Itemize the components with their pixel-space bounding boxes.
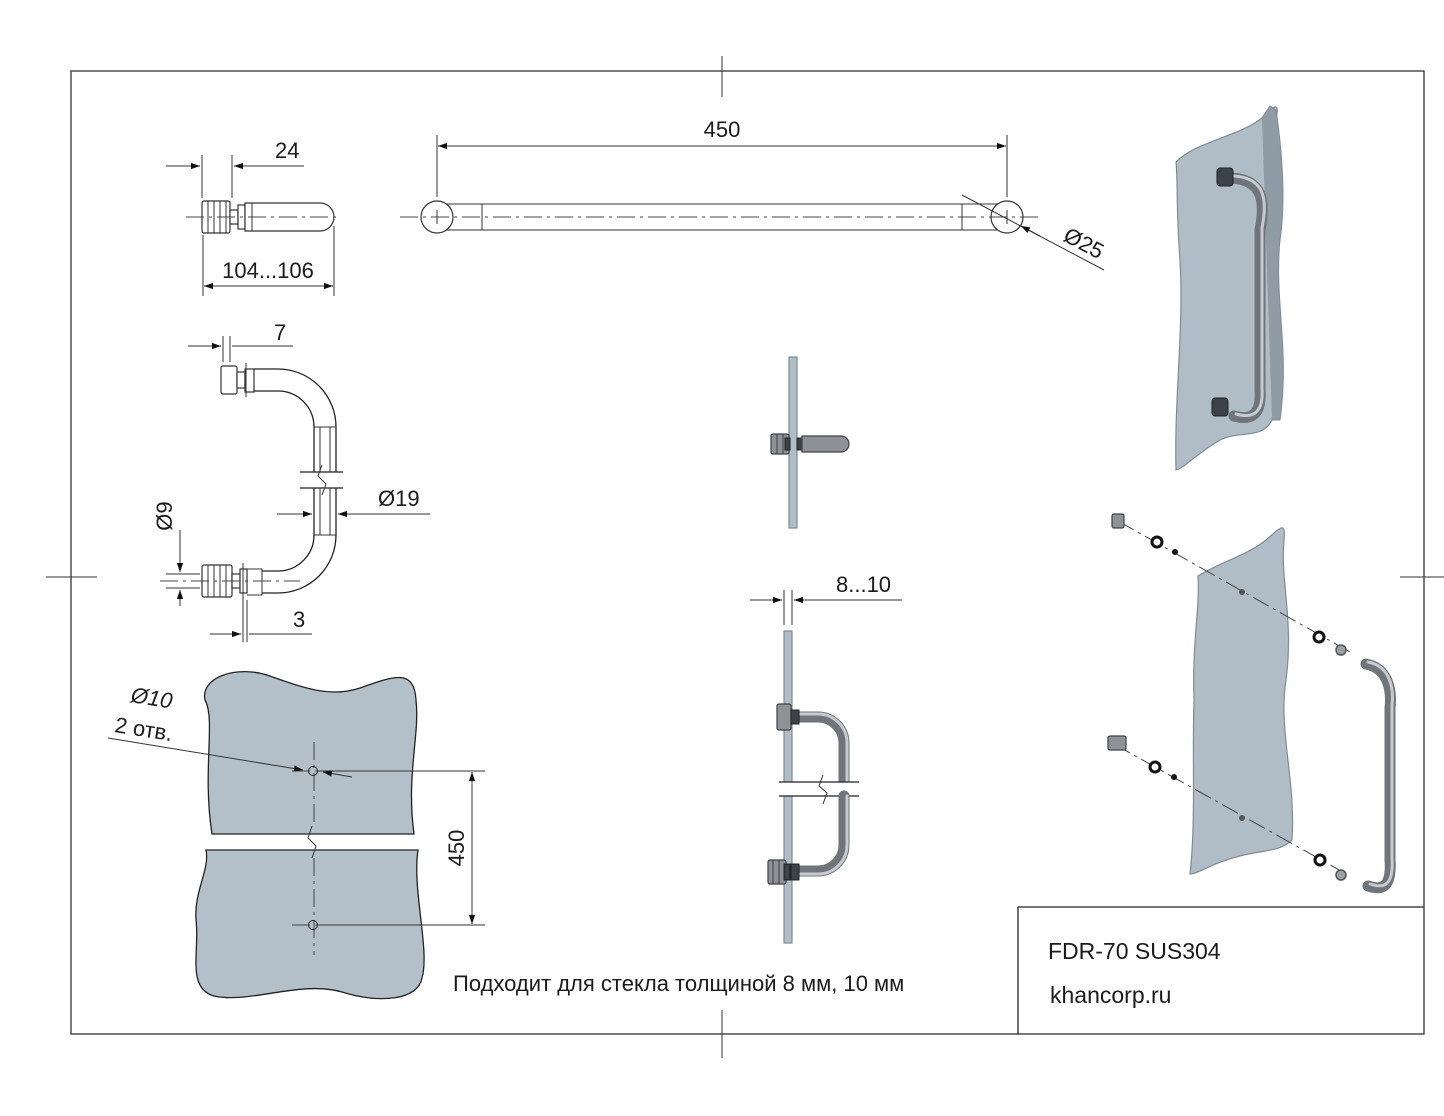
hole-callout-diameter: Ø10 [128,682,175,713]
top-view-rod [400,135,1105,271]
dim-rod-diameter: Ø19 [378,486,420,511]
dim-pin-gap: 7 [274,320,286,345]
website-url: khancorp.ru [1050,982,1171,1008]
pin-on-glass-side-view [770,356,850,529]
dim-washer-thickness: 3 [293,607,305,632]
drawing-frame [46,56,1444,1058]
dim-pin-length: 104...106 [222,258,314,283]
dim-length-overall: 450 [704,117,741,142]
dim-rod-diameter-end: Ø25 [1060,222,1108,264]
glass-panel-front-view [107,671,485,1000]
mounting-pin-side-view [166,155,340,296]
handle-side-view [160,336,430,642]
isometric-exploded-view [1107,513,1396,894]
title-block [1017,906,1424,1034]
dim-pin-width: 24 [275,138,299,163]
dim-hole-diameter-small: Ø9 [152,501,177,530]
hole-callout-count: 2 отв. [113,712,174,746]
isometric-assembled-view [1175,105,1284,471]
dim-glass-thickness: 8...10 [836,572,891,597]
handle-on-glass-side-view [750,590,902,944]
dim-hole-center-distance: 450 [444,830,469,867]
model-name: FDR-70 SUS304 [1048,938,1221,964]
glass-compatibility-note: Подходит для стекла толщиной 8 мм, 10 мм [453,971,904,996]
